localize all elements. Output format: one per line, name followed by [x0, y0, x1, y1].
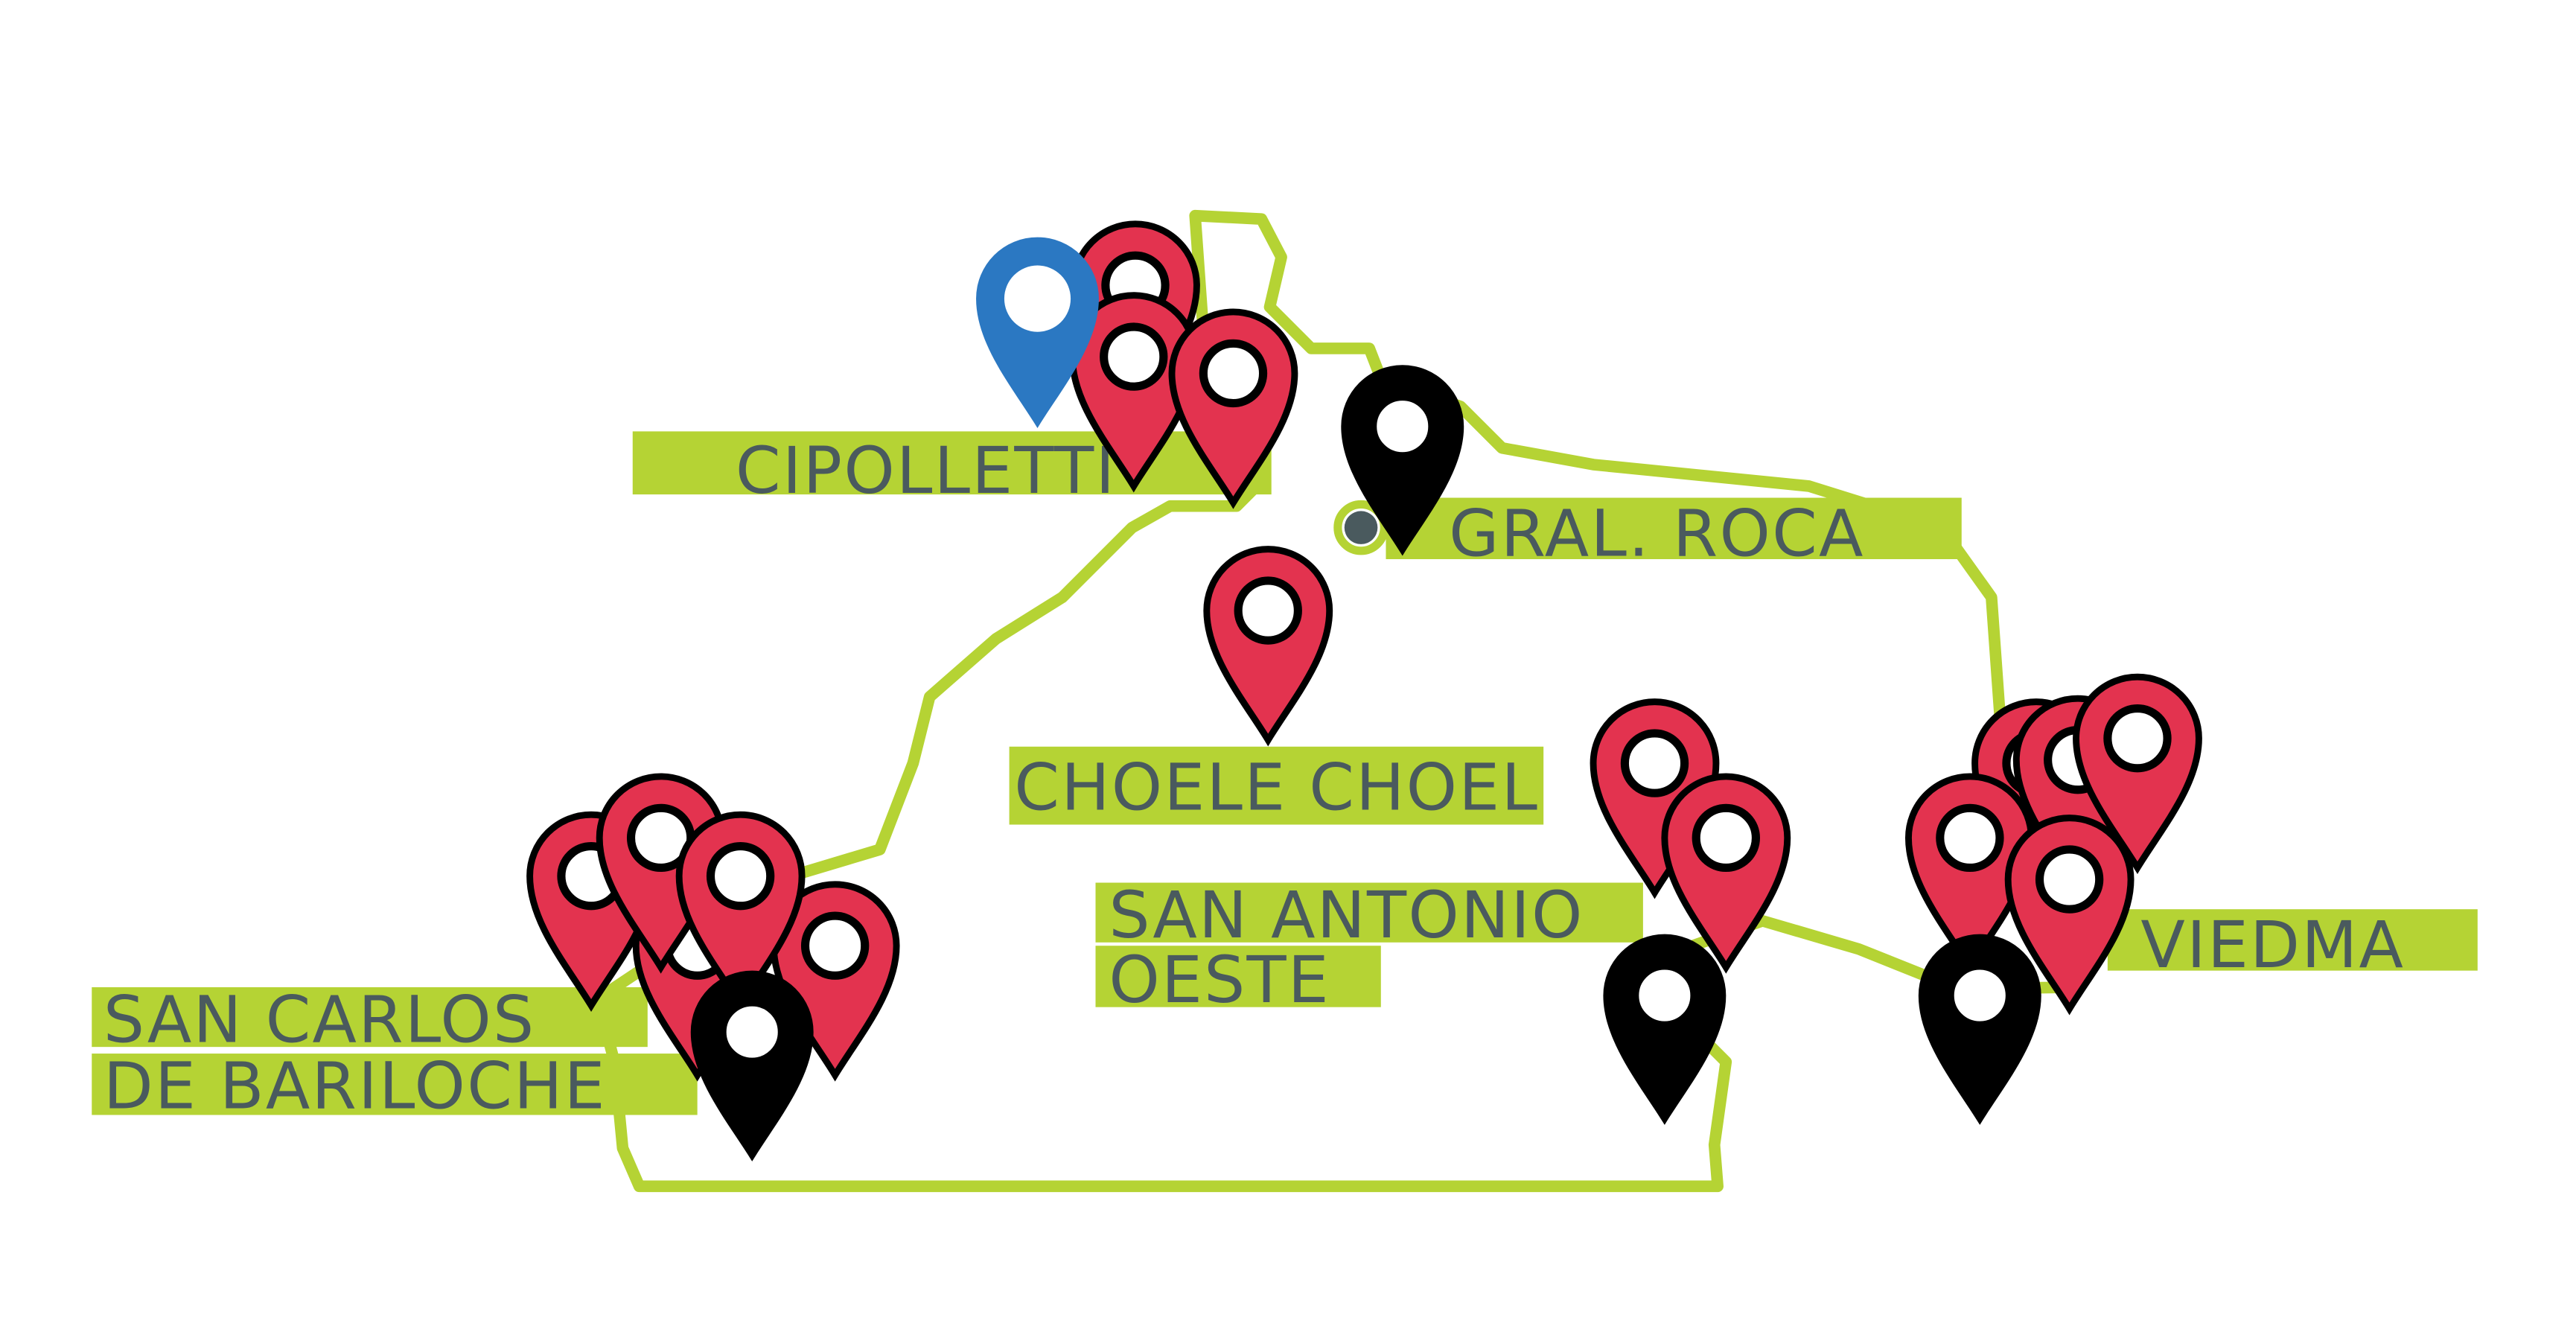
pin-hole [2035, 845, 2104, 914]
label-viedma: VIEDMA [2107, 908, 2478, 983]
red-map-pin-icon[interactable] [2004, 815, 2135, 1016]
black-map-pin-icon[interactable] [690, 970, 814, 1161]
pin-hole [718, 998, 786, 1066]
city-label: OESTE [1109, 943, 1330, 1018]
pin-hole [1004, 265, 1071, 332]
black-map-pin-icon[interactable] [1341, 365, 1464, 556]
gral-roca-dot-center [1344, 511, 1378, 544]
red-map-pin-icon[interactable] [1203, 546, 1333, 747]
label-background [1009, 746, 1544, 825]
pin-hole [1945, 961, 2014, 1030]
city-label: CIPOLLETTI [736, 433, 1116, 509]
blue-map-pin-icon[interactable] [976, 237, 1099, 428]
pins-layer [526, 220, 2202, 1161]
pin-hole [1368, 392, 1437, 461]
pin-hole [800, 911, 870, 980]
label-gral-roca: GRAL. ROCA [1386, 497, 1962, 572]
city-label: SAN ANTONIO [1109, 878, 1584, 953]
label-background [1095, 946, 1381, 1007]
red-map-pin-icon[interactable] [2073, 673, 2202, 875]
pin-hole [1630, 961, 1699, 1030]
pin-hole [1199, 339, 1268, 408]
label-background [92, 1054, 698, 1115]
pin-hole [1620, 729, 1689, 797]
pin-hole [2103, 704, 2172, 773]
city-label: CHOELE CHOEL [1014, 750, 1539, 825]
black-map-pin-icon[interactable] [1918, 934, 2041, 1125]
pin-hole [1692, 803, 1760, 873]
pin-hole [1936, 803, 2004, 873]
red-map-pin-icon[interactable] [1661, 773, 1791, 974]
label-background [1095, 882, 1643, 943]
pin-hole [1234, 576, 1302, 645]
city-label: GRAL. ROCA [1449, 497, 1865, 572]
city-label: VIEDMA [2140, 908, 2405, 983]
red-map-pin-icon[interactable] [675, 811, 806, 1013]
city-label: SAN CARLOS [103, 982, 536, 1057]
pin-hole [706, 841, 775, 911]
label-background [1386, 497, 1962, 559]
red-map-pin-icon[interactable] [1068, 292, 1199, 493]
black-map-pin-icon[interactable] [1603, 934, 1727, 1125]
label-choele-choel: CHOELE CHOEL [1009, 746, 1544, 825]
red-map-pin-icon[interactable] [1168, 308, 1298, 509]
pin-body [976, 237, 1099, 428]
pin-hole [1100, 322, 1168, 391]
label-background [92, 987, 648, 1048]
label-san-antonio-oeste: SAN ANTONIO OESTE [1095, 878, 1643, 1018]
label-cipolletti: CIPOLLETTI [632, 431, 1272, 509]
label-background [2107, 909, 2478, 971]
city-label: DE BARILOCHE [103, 1049, 607, 1124]
label-bariloche: SAN CARLOS DE BARILOCHE [92, 982, 698, 1124]
